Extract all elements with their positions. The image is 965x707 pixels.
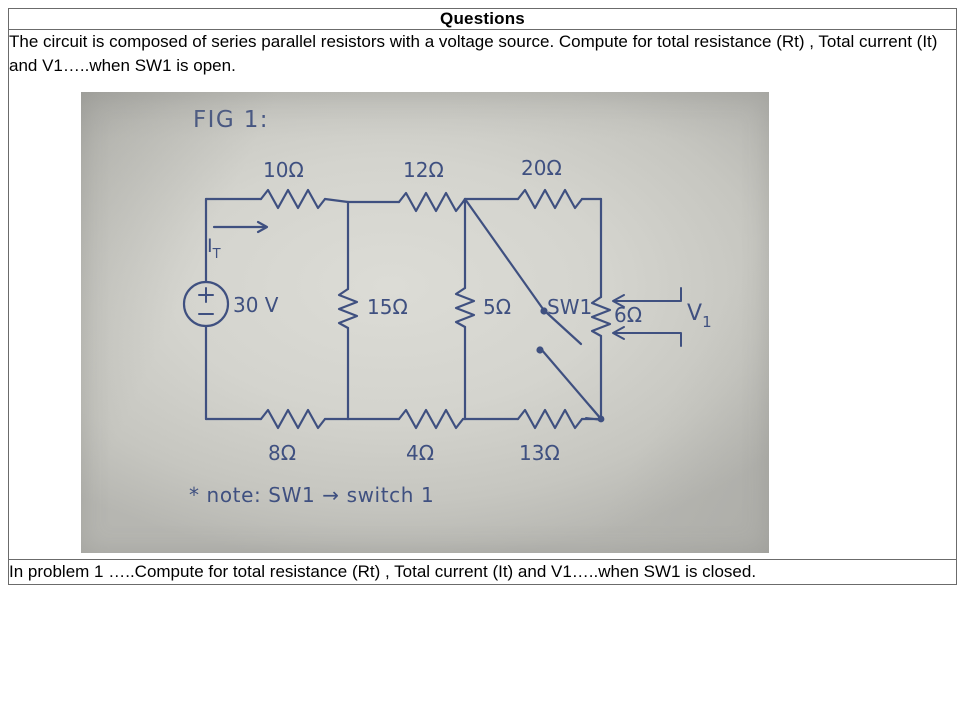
current-label-it: IT [207,235,221,262]
problem-2-text: In problem 1 …..Compute for total resist… [9,562,757,582]
table-header-row: Questions [8,8,957,30]
problem-1-cell: The circuit is composed of series parall… [8,28,957,561]
table-row: The circuit is composed of series parall… [8,28,957,561]
voltage-label-v1: V1 [687,301,712,331]
resistor-label-8ohm: 8Ω [268,441,296,465]
resistor-label-20ohm: 20Ω [521,156,562,180]
resistor-label-12ohm: 12Ω [403,158,444,182]
problem-2-cell: In problem 1 …..Compute for total resist… [8,559,957,586]
questions-header-cell: Questions [8,8,957,30]
circuit-diagram-svg: FIG 1: 10Ω 12Ω 20Ω IT 30 V 15Ω 5Ω SW1 6Ω [182,107,712,507]
table-row: In problem 1 …..Compute for total resist… [8,559,957,586]
figure-title-label: FIG 1: [193,107,269,133]
switch-label-sw1: SW1 [547,295,592,319]
resistor-label-5ohm: 5Ω [483,295,511,319]
resistor-label-13ohm: 13Ω [519,441,560,465]
figure-note-label: * note: SW1 → switch 1 [189,483,434,507]
circuit-figure-photo: FIG 1: 10Ω 12Ω 20Ω IT 30 V 15Ω 5Ω SW1 6Ω [81,92,769,554]
resistor-label-15ohm: 15Ω [367,295,408,319]
source-label-30v: 30 V [233,293,279,317]
resistor-label-6ohm: 6Ω [614,303,642,327]
questions-table: Questions The circuit is composed of ser… [8,8,957,586]
problem-1-text: The circuit is composed of series parall… [9,32,938,76]
resistor-label-4ohm: 4Ω [406,441,434,465]
photo-paper: FIG 1: 10Ω 12Ω 20Ω IT 30 V 15Ω 5Ω SW1 6Ω [81,92,769,554]
resistor-label-10ohm: 10Ω [263,158,304,182]
